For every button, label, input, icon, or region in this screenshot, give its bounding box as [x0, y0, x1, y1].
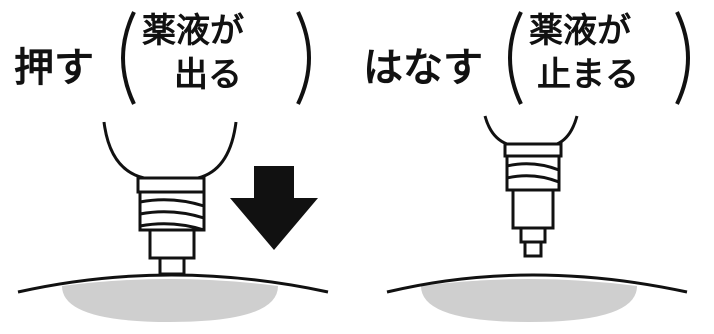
push-right-paren — [296, 11, 311, 105]
release-nozzle-stem — [511, 188, 555, 230]
release-thread-lines — [506, 162, 560, 184]
release-right-paren — [675, 11, 690, 105]
push-skin-shadow — [62, 279, 278, 322]
release-cap-top — [503, 142, 563, 158]
push-panel: 押す 薬液が 出る — [14, 11, 329, 322]
release-illustration — [386, 11, 690, 322]
push-nozzle-stem — [148, 228, 196, 260]
release-nozzle-end — [523, 240, 543, 258]
push-illustration — [17, 11, 329, 322]
push-nozzle-tip — [158, 256, 186, 276]
release-bottle-body — [483, 115, 579, 146]
release-result-line1: 薬液が — [529, 11, 631, 51]
release-result-line2: 止まる — [537, 55, 639, 95]
push-thread-lines — [139, 198, 205, 232]
push-result-line2: 出る — [174, 55, 242, 95]
release-panel: はなす 薬液が 止まる — [357, 0, 714, 334]
push-result-line1: 薬液が — [142, 11, 244, 51]
push-bottle-body — [102, 121, 238, 180]
release-left-paren — [508, 11, 523, 105]
release-skin-surface — [386, 273, 688, 294]
release-nozzle-tip — [519, 226, 547, 244]
release-action-label: はなす — [363, 45, 483, 91]
release-threaded-neck — [505, 154, 561, 192]
push-action-label: 押す — [14, 45, 94, 91]
release-skin-shadow — [421, 279, 637, 322]
down-arrow-icon — [230, 166, 318, 250]
push-cap-top — [136, 176, 206, 194]
push-left-paren — [121, 11, 136, 105]
